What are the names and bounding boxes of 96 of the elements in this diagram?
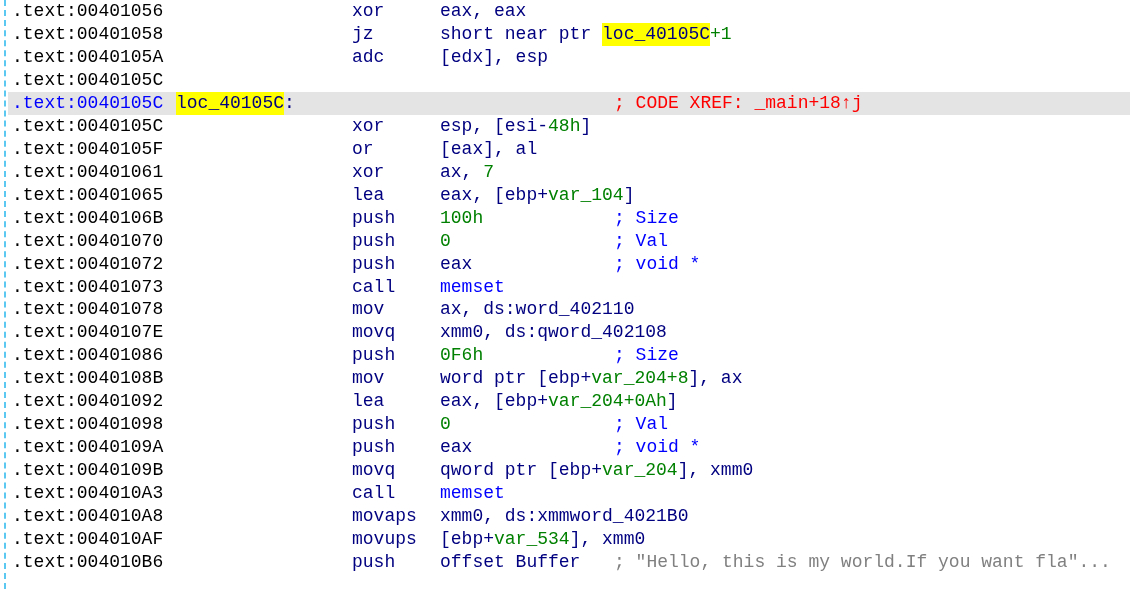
address-text: .text:00401092 — [12, 390, 164, 414]
address-text: .text:004010B6 — [12, 551, 164, 575]
comment-text: ; CODE XREF: _main+18↑j — [614, 91, 863, 115]
mnemonic-text: push — [352, 206, 396, 230]
mnemonic-text: push — [352, 551, 396, 575]
mnemonic-text: movaps — [352, 505, 417, 529]
address-text: .text:00401072 — [12, 252, 164, 276]
address-text: .text:00401073 — [12, 275, 164, 299]
operand-text: xmm0, ds:qword_402108 — [440, 321, 667, 345]
mnemonic-text: movq — [352, 459, 396, 483]
mnemonic-text: movups — [352, 528, 417, 552]
address-text: .text:0040105A — [12, 45, 164, 69]
mnemonic-text: push — [352, 344, 396, 368]
mnemonic-text: mov — [352, 367, 385, 391]
address-text: .text:00401056 — [12, 0, 164, 23]
operand-text: var_204 — [602, 459, 678, 483]
mnemonic-text: push — [352, 436, 396, 460]
address-text: .text:004010AF — [12, 528, 164, 552]
operand-text: ], xmm0 — [677, 459, 754, 483]
operand-text: word ptr [ebp+ — [440, 367, 592, 391]
operand-text: var_104 — [548, 183, 624, 207]
operand-text: memset — [440, 275, 505, 299]
address-text: .text:004010A8 — [12, 505, 164, 529]
address-text: .text:00401086 — [12, 344, 164, 368]
operand-text: 0 — [440, 413, 451, 437]
address-text: .text:0040105C — [12, 68, 164, 92]
operand-text: esp, [esi- — [440, 114, 549, 138]
mnemonic-text: mov — [352, 298, 385, 322]
operand-text: 0F6h — [440, 344, 484, 368]
operand-text: offset Buffer — [440, 551, 581, 575]
address-text: .text:00401098 — [12, 413, 164, 437]
mnemonic-text: xor — [352, 114, 385, 138]
address-text: .text:0040106B — [12, 206, 164, 230]
mnemonic-text: push — [352, 413, 396, 437]
address-text: .text:0040108B — [12, 367, 164, 391]
operand-text: memset — [440, 482, 505, 506]
mnemonic-text: or — [352, 137, 374, 161]
operand-text: ax, — [440, 160, 473, 184]
address-text: .text:0040109B — [12, 459, 164, 483]
comment-text: ; Size — [614, 206, 679, 230]
operand-text: ], ax — [688, 367, 743, 391]
mnemonic-text: push — [352, 252, 396, 276]
mnemonic-text: call — [352, 275, 396, 299]
operand-text: ], xmm0 — [569, 528, 646, 552]
mnemonic-text: call — [352, 482, 396, 506]
address-text: .text:00401070 — [12, 229, 164, 253]
operand-text: [ebp+ — [440, 528, 494, 552]
location-label: : — [284, 91, 295, 115]
mnemonic-text: movq — [352, 321, 396, 345]
operand-text: short near ptr — [440, 22, 592, 46]
operand-text: var_204+8 — [591, 367, 689, 391]
operand-text: 48h — [548, 114, 581, 138]
highlighted-operand-text: loc_40105C — [602, 22, 711, 46]
mnemonic-text: push — [352, 229, 396, 253]
operand-text: ] — [580, 114, 592, 138]
operand-text: 100h — [440, 206, 484, 230]
address-text: .text:004010A3 — [12, 482, 164, 506]
operand-text: 7 — [483, 160, 494, 184]
comment-text: ; Val — [614, 413, 668, 437]
operand-text: xmm0, ds:xmmword_4021B0 — [440, 505, 689, 529]
address-text: .text:0040105F — [12, 137, 164, 161]
operand-text: [eax], al — [440, 137, 538, 161]
comment-text: ; void * — [614, 252, 701, 276]
mnemonic-text: jz — [352, 22, 374, 46]
mnemonic-text: xor — [352, 160, 385, 184]
operand-text: eax, [ebp+ — [440, 183, 549, 207]
mnemonic-text: lea — [352, 390, 385, 414]
operand-text: ax, ds:word_402110 — [440, 298, 635, 322]
highlighted-location-label: loc_40105C — [176, 91, 285, 115]
operand-text: +1 — [710, 22, 732, 46]
mnemonic-text: lea — [352, 183, 385, 207]
address-text: .text:00401065 — [12, 183, 164, 207]
mnemonic-text: adc — [352, 45, 385, 69]
address-text: .text:0040105C — [12, 114, 164, 138]
operand-text: [edx], esp — [440, 45, 549, 69]
operand-text: ] — [666, 390, 678, 414]
operand-text: var_204+0Ah — [548, 390, 667, 414]
operand-text: qword ptr [ebp+ — [440, 459, 603, 483]
address-text: .text:0040105C — [12, 91, 164, 115]
operand-text: ] — [623, 183, 635, 207]
address-text: .text:00401061 — [12, 160, 164, 184]
operand-text: 0 — [440, 229, 451, 253]
address-text: .text:00401058 — [12, 22, 164, 46]
comment-text: ; Val — [614, 229, 668, 253]
comment-text: ; Size — [614, 344, 679, 368]
address-text: .text:0040109A — [12, 436, 164, 460]
operand-text: var_534 — [494, 528, 570, 552]
operand-text: eax, [ebp+ — [440, 390, 549, 414]
comment-text: ; "Hello, this is my world.If you want fla"... — [614, 551, 1111, 575]
comment-text: ; void * — [614, 436, 701, 460]
operand-text: eax — [440, 252, 473, 276]
operand-text: eax, eax — [440, 0, 527, 23]
address-text: .text:0040107E — [12, 321, 164, 345]
mnemonic-text: xor — [352, 0, 385, 23]
operand-text: eax — [440, 436, 473, 460]
address-text: .text:00401078 — [12, 298, 164, 322]
